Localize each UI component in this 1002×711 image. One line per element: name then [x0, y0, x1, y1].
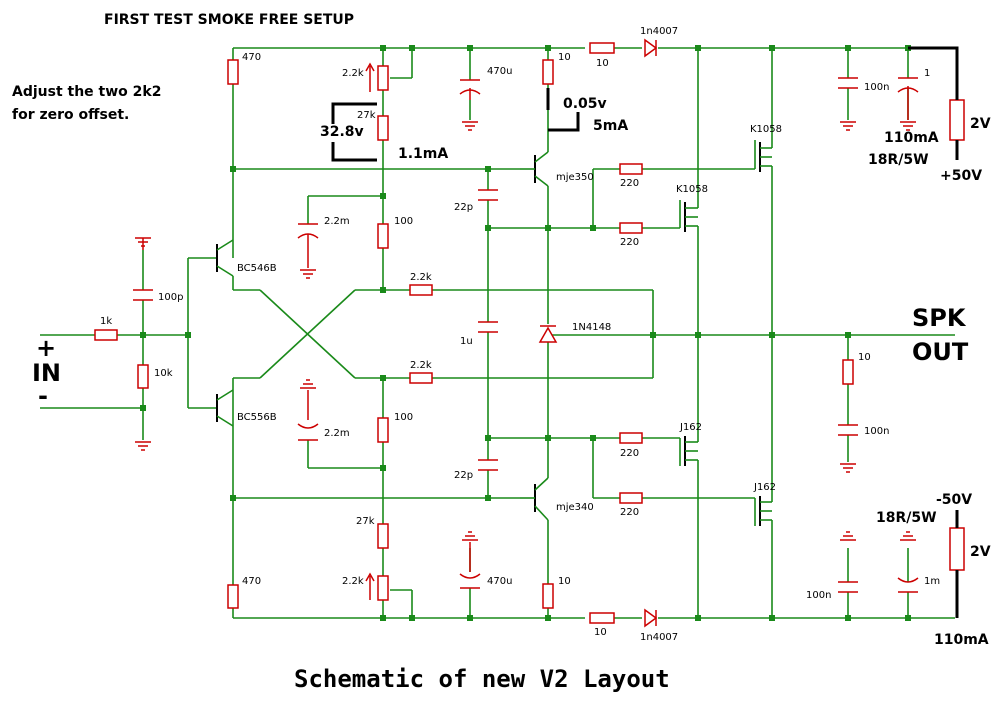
out-label-1: SPK [912, 304, 967, 332]
resistor-18r-top [949, 99, 965, 141]
label-r10k: 10k [154, 368, 173, 379]
label-r10-rail-bottom: 10 [594, 627, 607, 638]
in-plus: + [36, 334, 56, 362]
potentiometers [365, 62, 389, 601]
label-bc546: BC546B [237, 263, 277, 274]
label-r220-d: 220 [620, 507, 639, 518]
resistor-10k [137, 364, 149, 389]
wiring [40, 47, 955, 619]
resistor-470-bottom [227, 584, 239, 609]
label-c100n-bottom: 100n [806, 590, 831, 601]
label-r27k-top: 27k [357, 110, 376, 121]
label-c22p-bottom: 22p [454, 470, 473, 481]
label-pot-bottom: 2.2k [342, 576, 364, 587]
meas-v-rail-bottom: 2V [970, 544, 991, 560]
label-c22p-top: 22p [454, 202, 473, 213]
resistor-1k [94, 329, 118, 341]
label-r470-top: 470 [242, 52, 261, 63]
label-r220-a: 220 [620, 178, 639, 189]
meas-v-rail-top: 2V [970, 116, 991, 132]
label-r220-c: 220 [620, 448, 639, 459]
label-c2m2-top: 2.2m [324, 216, 350, 227]
resistor-27k-top [377, 115, 389, 141]
caption: Schematic of new V2 Layout [294, 665, 670, 693]
label-c470u-top: 470u [487, 66, 512, 77]
meas-v-emitter: 0.05v [563, 96, 607, 112]
label-c2m2-bottom: 2.2m [324, 428, 350, 439]
resistor-10-output [842, 359, 854, 385]
label-j162-a: J162 [679, 422, 702, 433]
resistor-2k2-bottom [409, 372, 433, 384]
label-c100n-top: 100n [864, 82, 889, 93]
label-d-bottom: 1n4007 [640, 632, 678, 643]
in-label: IN [32, 359, 61, 387]
junctions [140, 45, 911, 621]
label-bc556: BC556B [237, 412, 277, 423]
label-r27k-bottom: 27k [356, 516, 375, 527]
label-d-top: 1n4007 [640, 26, 678, 37]
label-r2k2-top: 2.2k [410, 272, 432, 283]
label-1n4148: 1N4148 [572, 322, 611, 333]
capacitors [133, 77, 919, 593]
meas-i-rail-top: 110mA [884, 130, 939, 146]
meas-v-top: 32.8v [320, 124, 364, 140]
label-c470u-bottom: 470u [487, 576, 512, 587]
label-r2k2-bottom: 2.2k [410, 360, 432, 371]
meas-r-rail-top: 18R/5W [868, 152, 929, 168]
label-pot-top: 2.2k [342, 68, 364, 79]
label-r10-out: 10 [858, 352, 871, 363]
label-r220-b: 220 [620, 237, 639, 248]
resistors [94, 42, 965, 624]
label-r100-bottom: 100 [394, 412, 413, 423]
label-r10-rail-top: 10 [596, 58, 609, 69]
label-r1k: 1k [100, 316, 112, 327]
header-note-2: for zero offset. [12, 107, 129, 123]
label-mje350: mje350 [556, 172, 594, 183]
resistor-2k2-top [409, 284, 433, 296]
header-title: FIRST TEST SMOKE FREE SETUP [104, 12, 354, 28]
resistor-100-top [377, 223, 389, 249]
annotation-brackets [331, 46, 959, 618]
resistor-10-rail-bottom [589, 612, 615, 624]
meas-r-rail-bottom: 18R/5W [876, 510, 937, 526]
diodes [538, 38, 658, 628]
label-r10-bottom: 10 [558, 576, 571, 587]
label-c100p: 100p [158, 292, 183, 303]
pot-top [377, 65, 389, 91]
resistor-10-top [542, 59, 554, 85]
resistor-220-a [619, 163, 643, 175]
meas-i-top: 1.1mA [398, 146, 448, 162]
label-c100n-out: 100n [864, 426, 889, 437]
resistor-27k-bottom [377, 523, 389, 549]
label-k1058-a: K1058 [750, 124, 782, 135]
label-c1u: 1u [460, 336, 473, 347]
resistor-10-rail-top [589, 42, 615, 54]
transistors [216, 140, 549, 521]
label-mje340: mje340 [556, 502, 594, 513]
label-j162-b: J162 [753, 482, 776, 493]
resistor-470-top [227, 59, 239, 85]
resistor-10-bottom [542, 583, 554, 609]
resistor-220-b [619, 222, 643, 234]
resistor-18r-bottom [949, 527, 965, 571]
meas-i-rail-bottom: 110mA [934, 632, 989, 648]
label-r10-top: 10 [558, 52, 571, 63]
label-c1-top: 1 [924, 68, 930, 79]
header-note-1: Adjust the two 2k2 [12, 84, 161, 100]
label-r470-bottom: 470 [242, 576, 261, 587]
label-k1058-b: K1058 [676, 184, 708, 195]
in-minus: - [38, 382, 48, 410]
mosfets [679, 140, 773, 530]
out-label-2: OUT [912, 338, 969, 366]
meas-i-emitter: 5mA [593, 118, 628, 134]
label-r100-top: 100 [394, 216, 413, 227]
supply-neg: -50V [936, 492, 972, 508]
resistor-100-bottom [377, 417, 389, 443]
label-c1m-bottom: 1m [924, 576, 940, 587]
supply-pos: +50V [940, 168, 982, 184]
resistor-220-d [619, 492, 643, 504]
resistor-220-c [619, 432, 643, 444]
pot-bottom [377, 575, 389, 601]
